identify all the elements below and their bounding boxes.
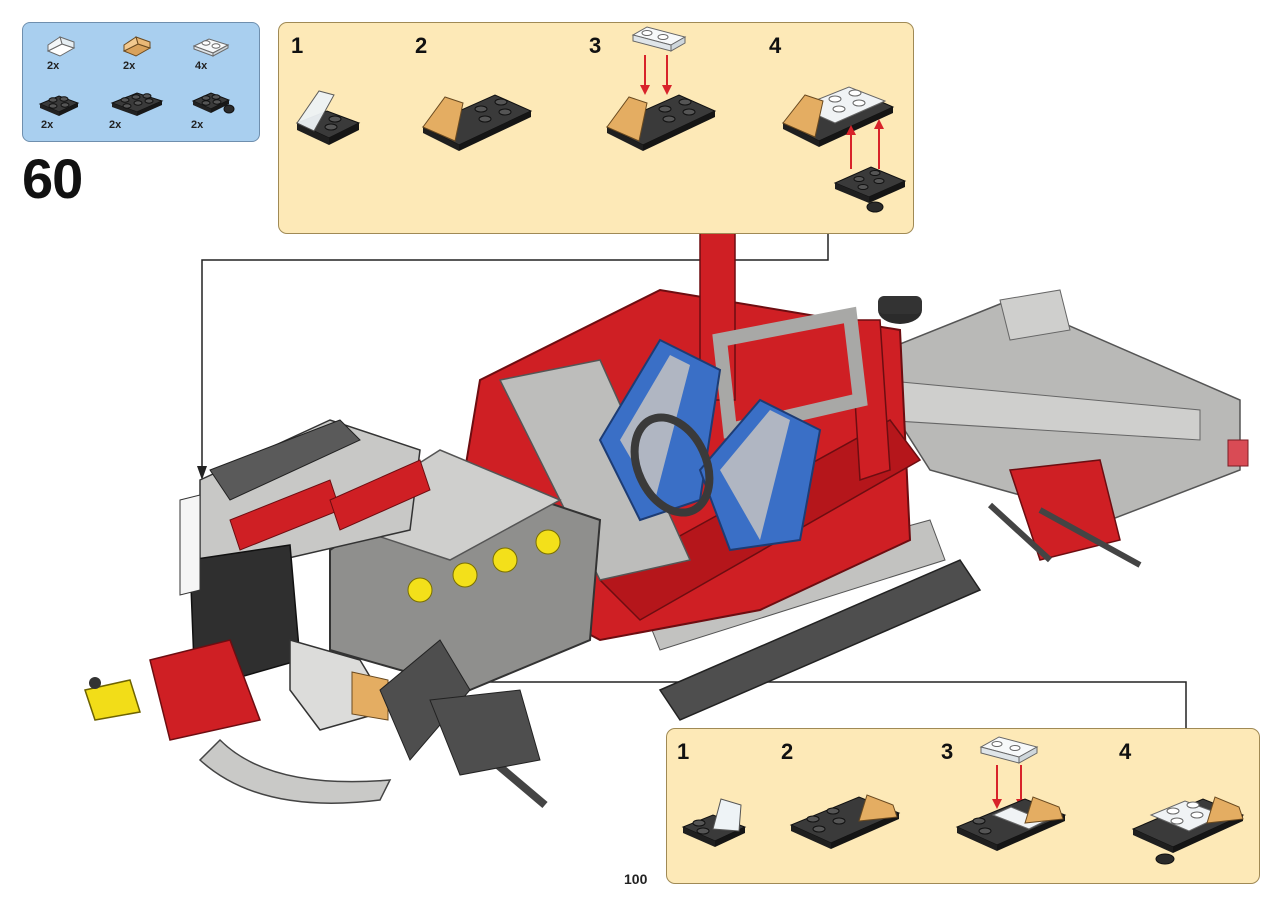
- black-plate-2x2-icon: [38, 95, 80, 116]
- page-number: 100: [624, 871, 648, 887]
- substep-2-part: [421, 94, 533, 151]
- part-qty: 2x: [41, 119, 54, 131]
- part-qty: 2x: [123, 60, 136, 72]
- substep-label: 1: [677, 739, 690, 764]
- part-qty: 2x: [191, 119, 204, 131]
- subassembly-bottom: 1 2 3 4: [666, 728, 1260, 884]
- callout-line-bottom: [412, 681, 1187, 728]
- part-qty: 2x: [109, 119, 122, 131]
- substep-label: 4: [769, 33, 782, 58]
- chassis-rear-frame: [858, 289, 1249, 521]
- step-number: 60: [22, 147, 83, 210]
- substep-1-part: [681, 798, 747, 847]
- tan-slope-icon: [122, 36, 152, 57]
- front-bumper: [198, 639, 471, 804]
- rear-suspension: [987, 459, 1142, 568]
- substep-label: 2: [781, 739, 794, 764]
- steering-wheel: [630, 413, 714, 517]
- part-qty: 4x: [195, 60, 208, 72]
- callout-line-top: [201, 232, 829, 468]
- clear-plate-1x2-icon: [192, 38, 230, 57]
- part-qty: 2x: [47, 60, 60, 72]
- callout-arrow-top: [197, 466, 207, 480]
- substep-label: 4: [1119, 739, 1132, 764]
- substep-3-part: [605, 26, 717, 151]
- front-suspension: [84, 639, 548, 809]
- substep-3-part: [955, 736, 1067, 851]
- substep-label: 3: [941, 739, 954, 764]
- subassembly-bottom-illustration: [681, 736, 1245, 865]
- parts-list-box: 2x 2x 4x 2x 2x: [22, 22, 260, 142]
- subassembly-top: 1 2 3 4: [278, 22, 914, 234]
- substep-4-part: [781, 86, 907, 213]
- substep-1-part: [295, 90, 361, 145]
- subassembly-top-illustration: [295, 26, 907, 213]
- clear-slope-icon: [46, 36, 76, 57]
- substep-4-part: [1131, 796, 1245, 865]
- substep-label: 3: [589, 33, 602, 58]
- substep-label: 1: [291, 33, 304, 58]
- black-plate-2x3-icon: [110, 92, 164, 116]
- substep-label: 2: [415, 33, 428, 58]
- substep-2-part: [789, 794, 901, 849]
- black-plate-round-icon: [191, 92, 235, 114]
